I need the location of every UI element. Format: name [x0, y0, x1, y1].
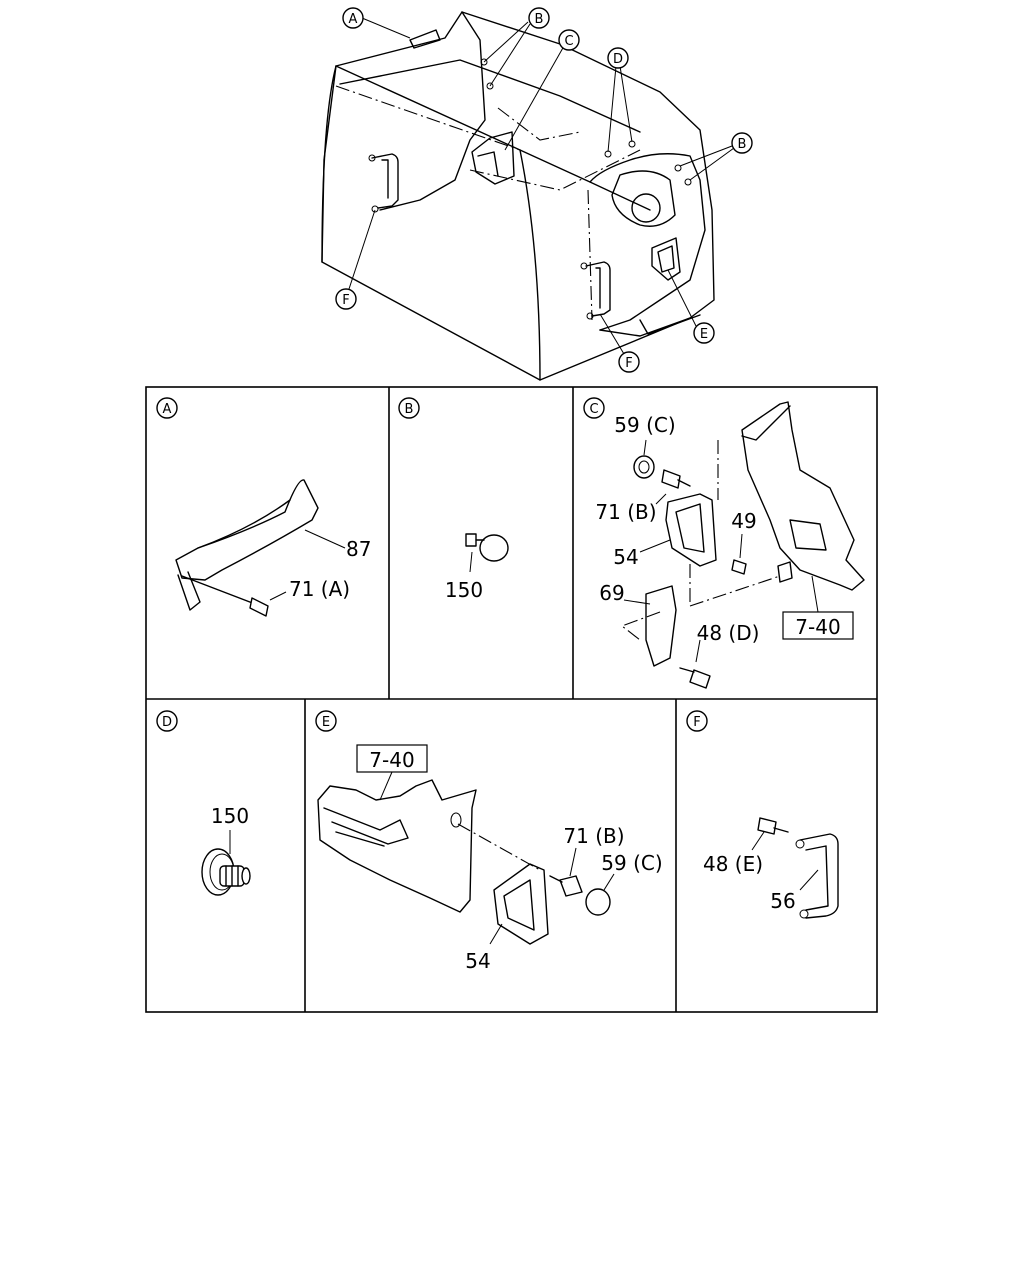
label-71a: 71 (A) — [289, 577, 350, 601]
label-49: 49 — [731, 509, 756, 533]
panel-d-letter: D — [156, 710, 178, 732]
panel-e-letter: E — [315, 710, 337, 732]
svg-text:C: C — [589, 402, 598, 417]
svg-text:F: F — [342, 293, 349, 308]
callout-b-top[interactable]: B — [528, 7, 550, 29]
callout-f-right[interactable]: F — [618, 351, 640, 373]
panel-e: E 7-40 71 (B) 59 (C) 54 — [315, 710, 663, 973]
panel-a-letter: A — [156, 397, 178, 419]
panel-d: D 150 — [156, 710, 251, 896]
svg-text:E: E — [322, 715, 330, 730]
callout-a[interactable]: A — [342, 7, 364, 29]
detail-grid — [145, 386, 878, 1013]
panel-b: B 150 — [398, 397, 509, 602]
callout-c[interactable]: C — [558, 29, 580, 51]
panel-b-letter: B — [398, 397, 420, 419]
ref-box-7-40-c[interactable]: 7-40 — [782, 611, 854, 640]
cab-overview-drawing — [321, 11, 735, 381]
clip-150 — [465, 533, 509, 562]
svg-text:B: B — [535, 12, 544, 27]
panel-c-letter: C — [583, 397, 605, 419]
label-56: 56 — [770, 889, 795, 913]
label-71b-e: 71 (B) — [563, 824, 624, 848]
grab-handle-87 — [175, 479, 319, 611]
svg-text:B: B — [405, 402, 414, 417]
svg-text:B: B — [738, 137, 747, 152]
svg-text:F: F — [625, 356, 632, 371]
label-150-d: 150 — [211, 804, 249, 828]
panel-a: A 87 71 (A) — [156, 397, 371, 617]
ref-box-7-40-e[interactable]: 7-40 — [356, 744, 428, 773]
label-54-c: 54 — [613, 545, 638, 569]
bolt-71a — [181, 575, 269, 617]
svg-text:F: F — [693, 715, 700, 730]
label-48d: 48 (D) — [697, 621, 760, 645]
svg-text:C: C — [564, 34, 573, 49]
label-150-b: 150 — [445, 578, 483, 602]
label-71b-c: 71 (B) — [595, 500, 656, 524]
svg-text:7-40: 7-40 — [795, 615, 840, 639]
svg-text:E: E — [700, 327, 708, 342]
label-59c-e: 59 (C) — [601, 851, 662, 875]
callout-b-right[interactable]: B — [731, 132, 753, 154]
label-54-e: 54 — [465, 949, 490, 973]
label-59c: 59 (C) — [614, 413, 675, 437]
label-87: 87 — [346, 537, 371, 561]
label-48e: 48 (E) — [703, 852, 763, 876]
clip-150-d — [201, 848, 251, 896]
svg-text:D: D — [613, 52, 623, 67]
svg-text:A: A — [349, 12, 358, 27]
callout-e[interactable]: E — [693, 322, 715, 344]
svg-text:D: D — [162, 715, 172, 730]
callout-f-left[interactable]: F — [335, 288, 357, 310]
panel-f-letter: F — [686, 710, 708, 732]
svg-text:A: A — [163, 402, 172, 417]
svg-text:7-40: 7-40 — [369, 748, 414, 772]
callout-d[interactable]: D — [607, 47, 629, 69]
panel-c: C 59 (C) 71 (B) 49 — [583, 397, 865, 689]
panel-f: F 48 (E) 56 — [686, 710, 839, 919]
label-69: 69 — [599, 581, 624, 605]
